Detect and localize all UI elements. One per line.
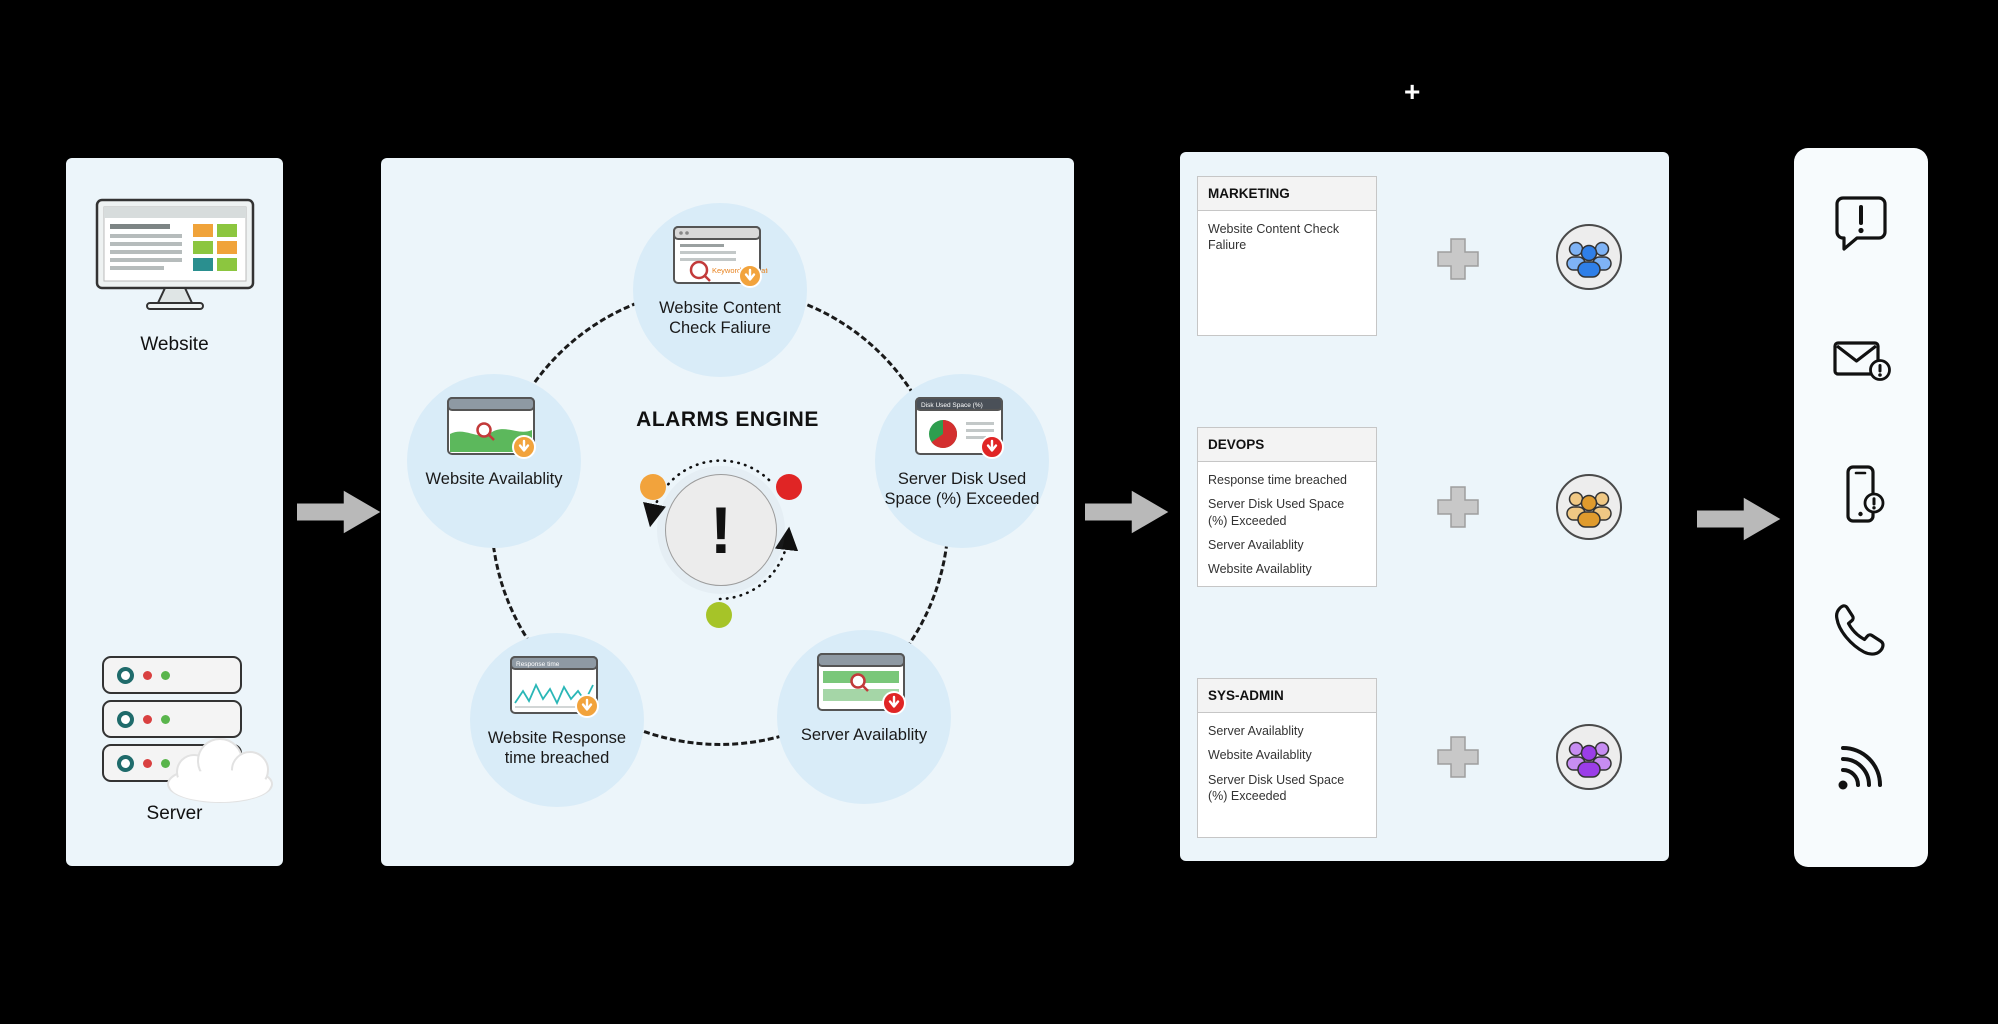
server-unit	[102, 656, 242, 694]
team-alarm-item: Response time breached	[1208, 473, 1347, 487]
server-led-red-icon	[143, 758, 152, 768]
window-title-text: Response time	[516, 661, 560, 668]
window-title-text: Disk Used Space (%)	[921, 402, 983, 409]
server-port-icon	[117, 666, 134, 684]
alarm-node-label: Website Response time breached	[487, 729, 627, 768]
cloud-icon	[167, 738, 273, 803]
team-box-marketing: MARKETING Website Content Check Faliure	[1197, 176, 1377, 336]
alarm-node-response-time: Response time Website Response time brea…	[470, 633, 644, 807]
server-led-red-icon	[143, 714, 152, 724]
assign-plus-icon	[1437, 486, 1479, 528]
team-box-devops: DEVOPS Response time breached Server Dis…	[1197, 427, 1377, 587]
flow-arrow-icon	[1697, 497, 1781, 541]
alarm-node-website-content-check: Keyword mismatch Website Content Check F…	[633, 203, 807, 377]
server-unit	[102, 700, 242, 738]
server-led-green-icon	[161, 670, 170, 680]
severity-dot-red-icon	[776, 474, 802, 500]
server-port-icon	[117, 754, 134, 772]
email-alert-icon	[1833, 341, 1891, 381]
server-led-green-icon	[161, 714, 170, 724]
flow-arrow-icon	[1085, 490, 1169, 534]
sources-panel: Website Server	[66, 158, 283, 866]
sys-admin-team-icon	[1556, 724, 1622, 790]
alarm-node-label: Website Availablity	[425, 470, 563, 488]
website-monitor-icon	[95, 198, 255, 310]
alarms-engine-title: ALARMS ENGINE	[636, 408, 819, 431]
alarm-node-server-disk-used: Disk Used Space (%) Server Disk Used Spa…	[875, 374, 1049, 548]
alarm-node-label: Website Content Check Faliure	[659, 299, 781, 338]
team-name: MARKETING	[1198, 177, 1376, 211]
team-alarm-item: Website Availablity	[1208, 748, 1312, 763]
phone-call-icon	[1835, 604, 1885, 656]
chat-alert-icon	[1835, 196, 1887, 251]
mobile-alert-icon	[1846, 465, 1885, 523]
marketing-team-icon	[1556, 224, 1622, 290]
severity-dot-green-icon	[706, 602, 732, 628]
plus-decoration-icon: +	[1404, 76, 1421, 107]
alarm-node-label: Server Disk Used Space (%) Exceeded	[884, 470, 1040, 509]
server-availability-illustration-icon	[817, 653, 906, 715]
server-led-red-icon	[143, 670, 152, 680]
user-groups-panel: MARKETING Website Content Check Faliure …	[1180, 152, 1669, 861]
severity-dot-orange-icon	[640, 474, 666, 500]
team-alarm-item: Server Disk Used Space (%) Exceeded	[1208, 772, 1345, 803]
response-time-illustration-icon: Response time	[510, 656, 599, 718]
server-label: Server	[146, 803, 203, 824]
assign-plus-icon	[1437, 238, 1479, 280]
rotation-arcs-icon	[643, 459, 799, 601]
flow-arrow-icon	[297, 490, 381, 534]
content-check-illustration-icon: Keyword mismatch	[673, 226, 768, 288]
team-alarm-item: Server Availablity	[1208, 724, 1304, 738]
server-led-green-icon	[161, 758, 170, 768]
server-port-icon	[117, 710, 134, 728]
alarm-node-server-availability: Server Availablity	[777, 630, 951, 804]
team-alarm-item: Website Content Check Faliure	[1208, 222, 1340, 253]
team-box-sys-admin: SYS-ADMIN Server Availablity Website Ava…	[1197, 678, 1377, 838]
alarms-engine-panel: ALARMS ENGINE ! Keyword mismatch	[381, 158, 1074, 866]
alarm-hub-exclamation-icon: !	[665, 474, 777, 586]
notification-channels-panel	[1794, 148, 1928, 867]
team-alarm-item: Server Availablity	[1208, 537, 1304, 552]
team-name: SYS-ADMIN	[1198, 679, 1376, 713]
team-alarm-item: Server Disk Used Space (%) Exceeded	[1208, 497, 1345, 528]
assign-plus-icon	[1437, 736, 1479, 778]
disk-used-illustration-icon: Disk Used Space (%)	[915, 397, 1004, 459]
website-availability-illustration-icon	[447, 397, 536, 459]
devops-team-icon	[1556, 474, 1622, 540]
team-name: DEVOPS	[1198, 428, 1376, 462]
team-alarm-item: Website Availablity	[1208, 562, 1312, 576]
alarm-node-website-availability: Website Availablity	[407, 374, 581, 548]
website-label: Website	[140, 334, 209, 355]
alarm-node-label: Server Availablity	[800, 726, 928, 744]
rss-icon	[1838, 746, 1882, 790]
